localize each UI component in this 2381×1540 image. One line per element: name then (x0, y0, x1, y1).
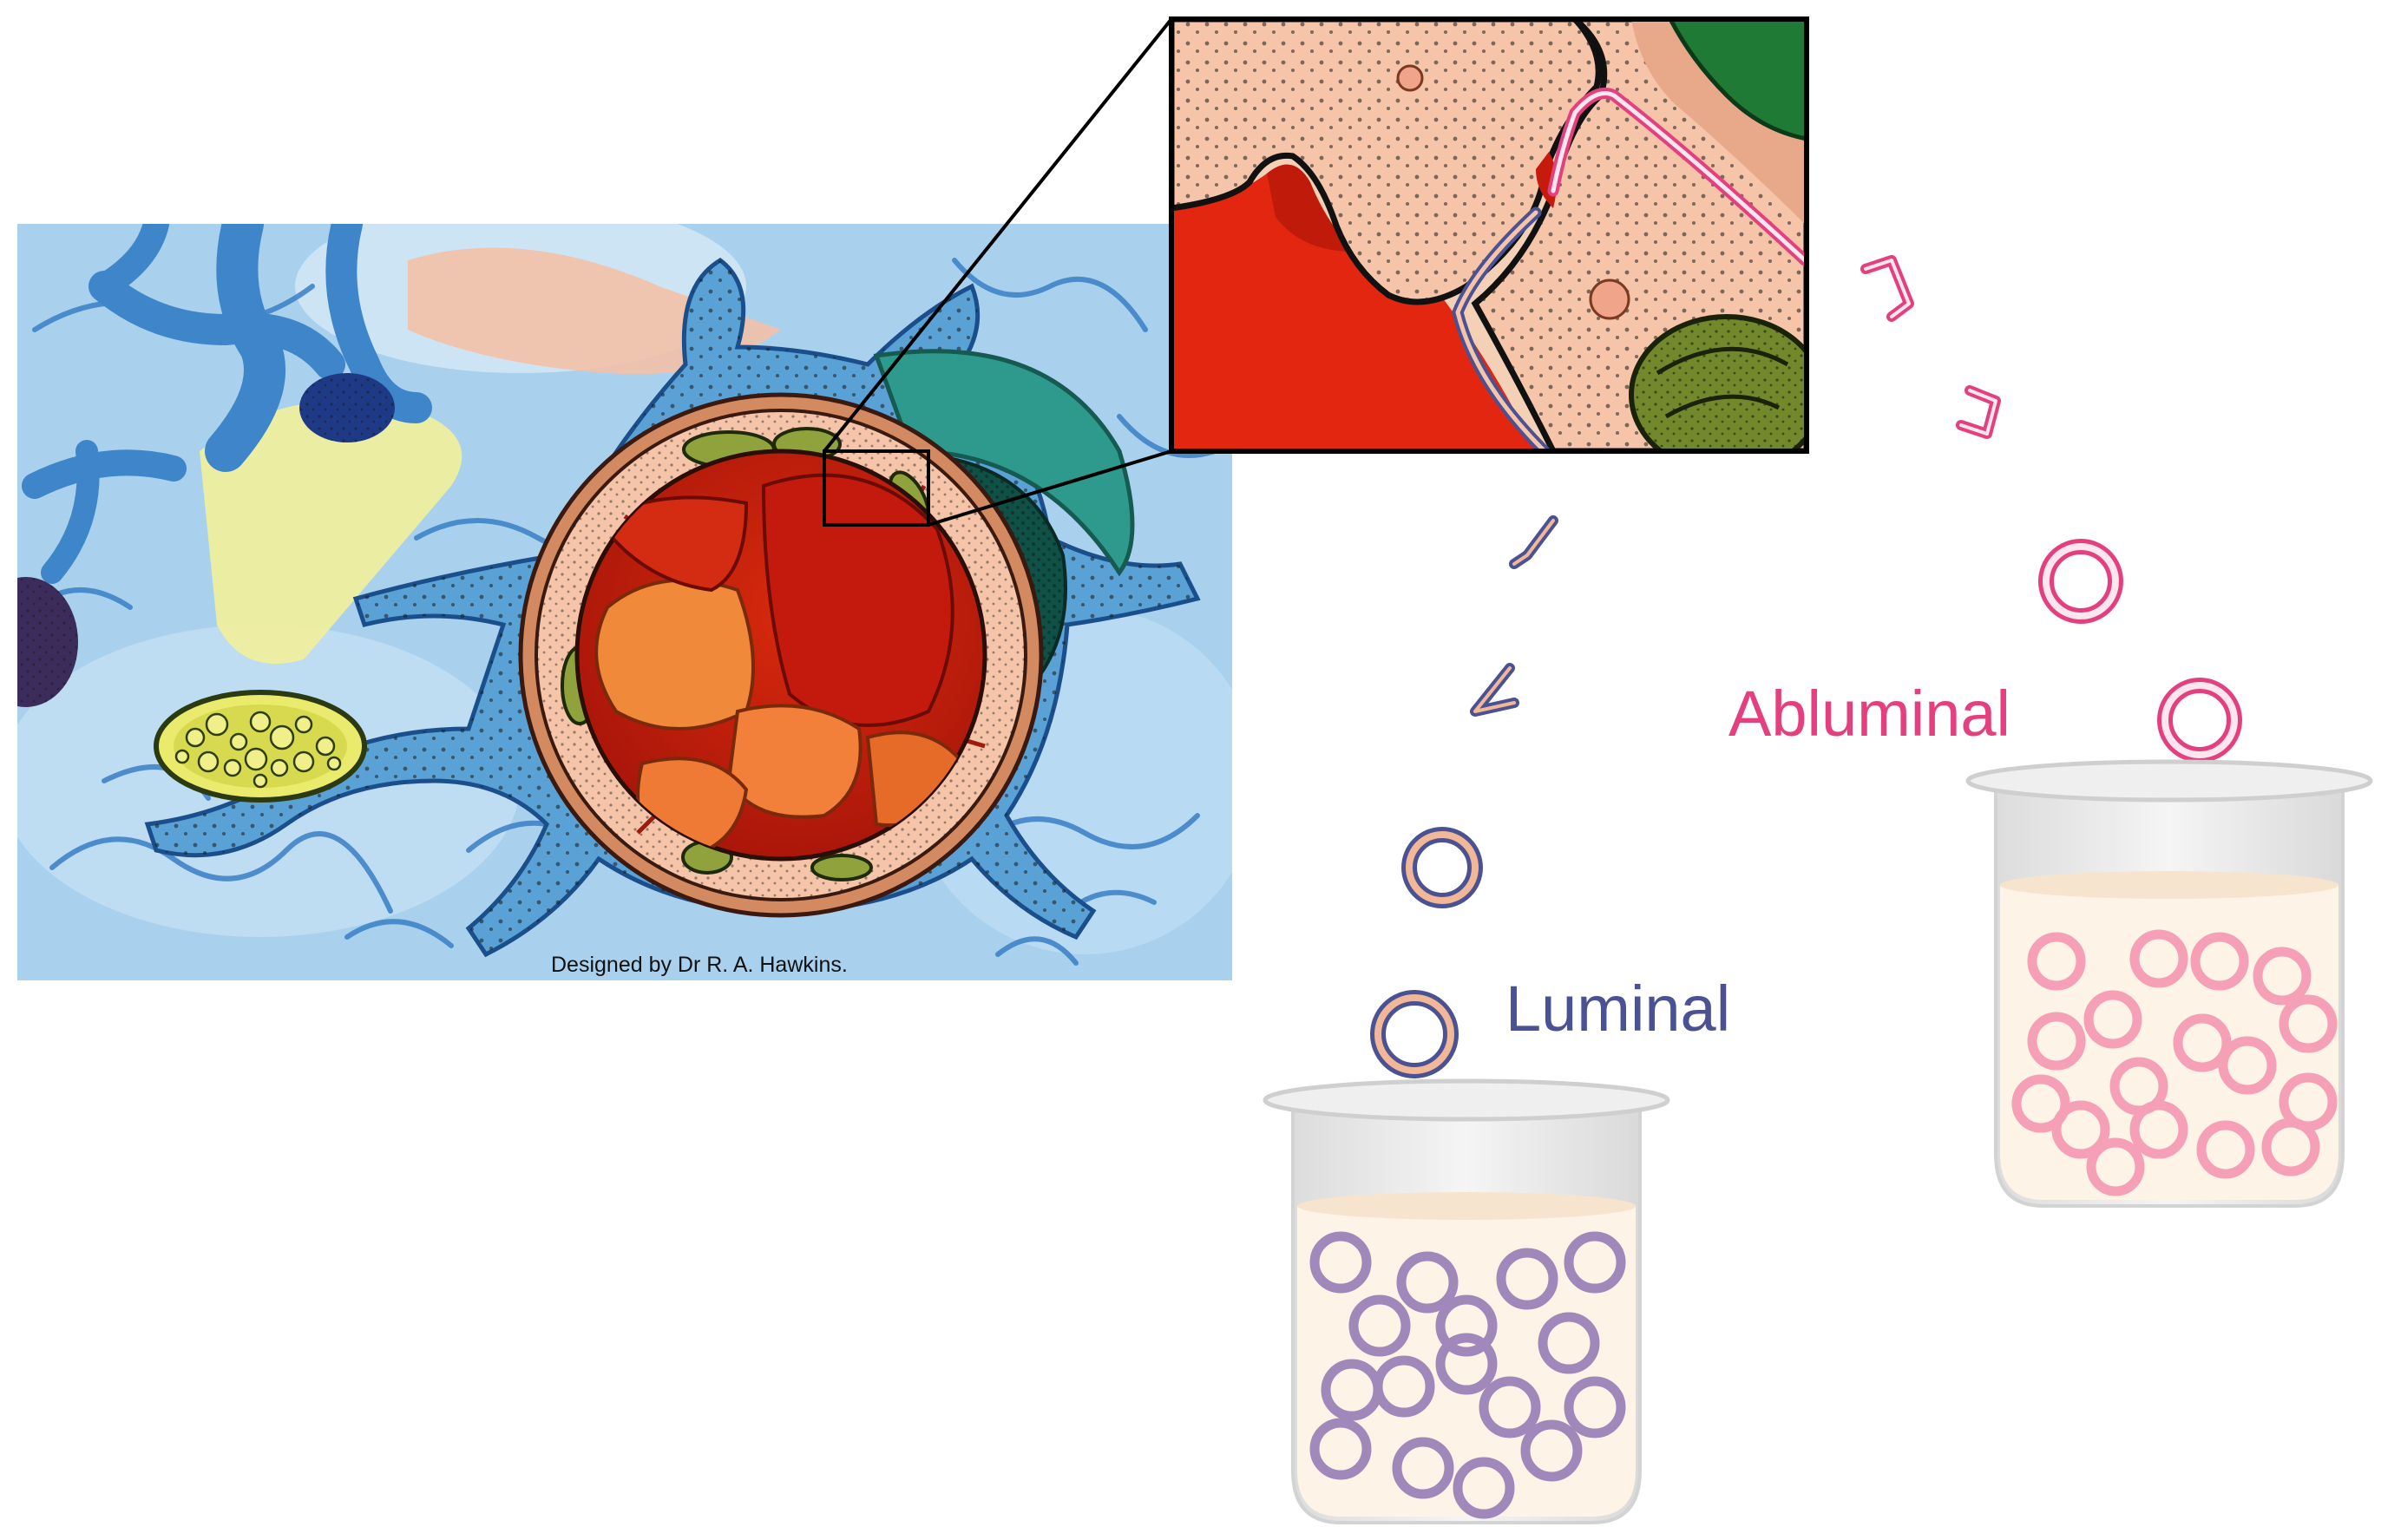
red-blood-cells (594, 473, 966, 859)
abluminal-vesicle-fragments (1860, 255, 2001, 439)
zoom-region-marker (823, 449, 930, 527)
inset-mitochondrion (1629, 314, 1807, 451)
lipid-organelle (154, 690, 367, 803)
zoom-inset (1171, 19, 1807, 451)
inset-astrocyte (1668, 19, 1807, 141)
luminal-beaker (1263, 1078, 1670, 1524)
abluminal-beaker-vesicles (2011, 929, 2338, 1196)
yellow-process (200, 400, 462, 664)
abluminal-beaker-rim (1965, 759, 2373, 803)
illustration-credit: Designed by Dr R. A. Hawkins. (551, 953, 848, 977)
capillary-illustration: Designed by Dr R. A. Hawkins. (17, 224, 1232, 980)
luminal-vesicles (1370, 827, 1483, 1078)
luminal-beaker-rim (1263, 1078, 1670, 1122)
luminal-label: Luminal (1505, 973, 1730, 1045)
abluminal-label: Abluminal (1728, 678, 2010, 750)
abluminal-vesicles (2038, 539, 2242, 763)
pericyte (873, 349, 1135, 577)
capillary-cross-section (518, 392, 1044, 918)
zoom-connector-lines (823, 17, 1173, 527)
luminal-vesicle-fragments (1470, 515, 1558, 717)
zoom-inset-frame (1169, 16, 1809, 454)
luminal-beaker-vesicles (1309, 1231, 1626, 1519)
inset-blood (1171, 164, 1536, 451)
abluminal-beaker (1965, 759, 2373, 1208)
